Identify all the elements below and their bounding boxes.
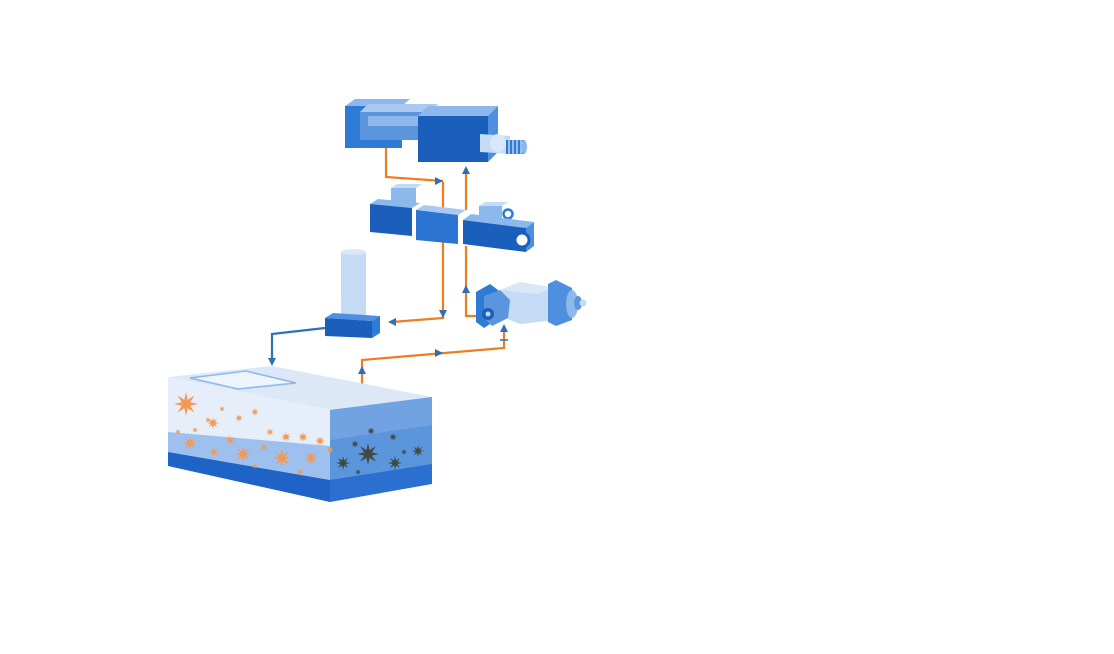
dark-particle-5 — [351, 440, 359, 448]
arrow-into-filter — [388, 318, 396, 326]
orange-particle-15 — [296, 468, 304, 476]
arrow-down-to-tank — [268, 358, 276, 366]
orange-particle-11 — [315, 436, 325, 446]
orange-particle-3 — [251, 408, 259, 416]
fluid-lines — [270, 146, 506, 388]
dark-particle-1 — [357, 443, 379, 465]
orange-particle-12 — [205, 417, 211, 423]
orange-particle-19 — [260, 443, 268, 451]
arrow-up-to-cylinder — [462, 166, 470, 174]
flow-arrows — [268, 166, 508, 374]
dark-particle-8 — [355, 469, 361, 475]
dark-particle-4 — [367, 427, 375, 435]
arrow-tank-up — [358, 366, 366, 374]
dark-particle-0 — [336, 456, 350, 470]
dark-particle-3 — [412, 445, 424, 457]
orange-particle-9 — [281, 432, 291, 442]
pump-motor-icon — [476, 280, 587, 328]
orange-particle-8 — [266, 428, 274, 436]
orange-particle-16 — [192, 427, 198, 433]
line-cylinder-to-valve — [384, 146, 444, 183]
orange-particle-0 — [174, 392, 198, 416]
orange-particle-18 — [326, 446, 334, 454]
arrow-down-to-filter — [439, 310, 447, 318]
orange-particle-5 — [209, 447, 219, 457]
dark-particle-2 — [388, 456, 402, 470]
cylinder-icon — [345, 99, 527, 162]
arrow-into-valve — [435, 177, 443, 185]
orange-particle-14 — [304, 451, 318, 465]
contamination-particles — [174, 392, 424, 476]
orange-particle-6 — [225, 435, 235, 445]
dark-particle-6 — [389, 433, 397, 441]
orange-particle-2 — [235, 414, 243, 422]
line-tank-to-pump — [360, 326, 506, 388]
dark-particle-7 — [401, 449, 407, 455]
arrow-up-to-pump — [500, 324, 508, 332]
line-filter-to-tank — [270, 326, 326, 360]
tank-icon — [168, 366, 432, 502]
arrow-suction-mid — [435, 349, 443, 357]
orange-particle-17 — [219, 406, 225, 412]
orange-particle-7 — [235, 446, 251, 462]
orange-particle-13 — [273, 449, 291, 467]
orange-particle-10 — [298, 432, 308, 442]
filter-icon — [325, 249, 380, 338]
orange-particle-20 — [175, 429, 181, 435]
orange-particle-21 — [252, 463, 258, 469]
arrow-up-pump-line — [462, 285, 470, 293]
valve-block-icon — [370, 184, 534, 252]
orange-particle-4 — [183, 436, 197, 450]
